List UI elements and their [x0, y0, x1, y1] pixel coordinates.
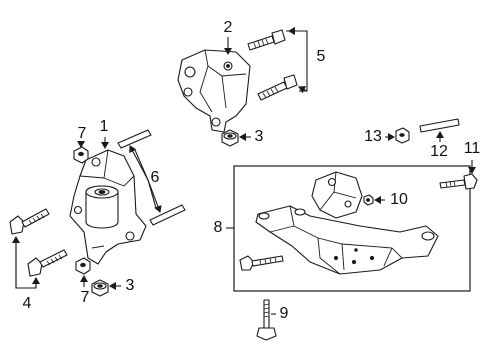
callout-6: 6 — [150, 169, 160, 186]
callout-9: 9 — [279, 305, 289, 322]
bolt-left-upper — [9, 208, 50, 235]
bolt-upper-a — [247, 29, 286, 51]
nut-left-upper — [73, 146, 89, 164]
callout-5: 5 — [316, 48, 326, 65]
main-engine-mount — [69, 149, 147, 265]
callout-3-upper: 3 — [254, 128, 264, 145]
callout-12: 12 — [430, 143, 448, 160]
callout-7-upper: 7 — [77, 125, 87, 142]
callout-11: 11 — [463, 140, 481, 157]
callout-10: 10 — [390, 191, 408, 208]
stud-upper — [117, 129, 152, 149]
bolt-upper-b — [257, 74, 298, 101]
callout-4: 4 — [22, 295, 32, 312]
crossmember — [255, 205, 439, 275]
transmission-mount — [311, 171, 363, 219]
nut-upper — [221, 129, 239, 147]
stud-lower — [149, 204, 186, 226]
bolt-vertical — [256, 299, 277, 341]
upper-mount-bracket — [177, 49, 251, 133]
nut-left-lower — [75, 257, 91, 275]
bolt-left-lower — [27, 249, 68, 277]
nut-lower — [91, 279, 109, 297]
bolt-right — [439, 173, 478, 190]
callout-7-lower: 7 — [80, 289, 90, 306]
callout-3-lower: 3 — [125, 277, 135, 294]
callout-8: 8 — [213, 219, 223, 236]
bolt-subframe — [239, 255, 284, 271]
callout-2: 2 — [223, 19, 233, 36]
nut-small — [363, 194, 374, 206]
callout-13: 13 — [364, 128, 382, 145]
washer-nut — [395, 127, 410, 144]
leader-lines — [12, 27, 476, 315]
rod — [419, 118, 460, 133]
callout-1: 1 — [99, 118, 109, 135]
